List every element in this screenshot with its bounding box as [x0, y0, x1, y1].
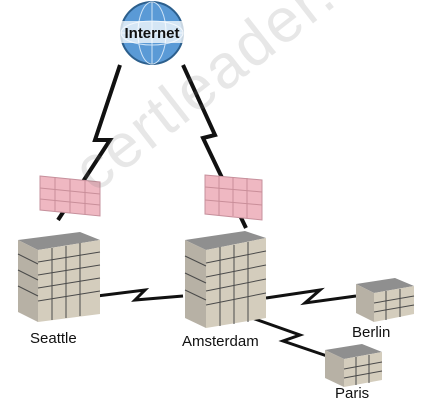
berlin-building-icon	[356, 278, 415, 322]
paris-label: Paris	[335, 385, 370, 402]
seattle-building-icon	[17, 232, 101, 322]
amsterdam-building-icon	[184, 231, 267, 328]
internet-label: Internet	[124, 25, 179, 42]
link-amsterdam-berlin	[265, 287, 357, 306]
firewall-amsterdam-icon	[204, 174, 263, 221]
amsterdam-label: Amsterdam	[182, 333, 259, 350]
internet-globe-icon	[118, 1, 186, 65]
link-seattle-amsterdam	[96, 287, 184, 302]
seattle-label: Seattle	[30, 330, 77, 347]
paris-building-icon	[325, 344, 383, 387]
firewall-seattle-icon	[39, 175, 101, 217]
link-amsterdam-paris	[251, 316, 331, 359]
berlin-label: Berlin	[352, 324, 391, 341]
